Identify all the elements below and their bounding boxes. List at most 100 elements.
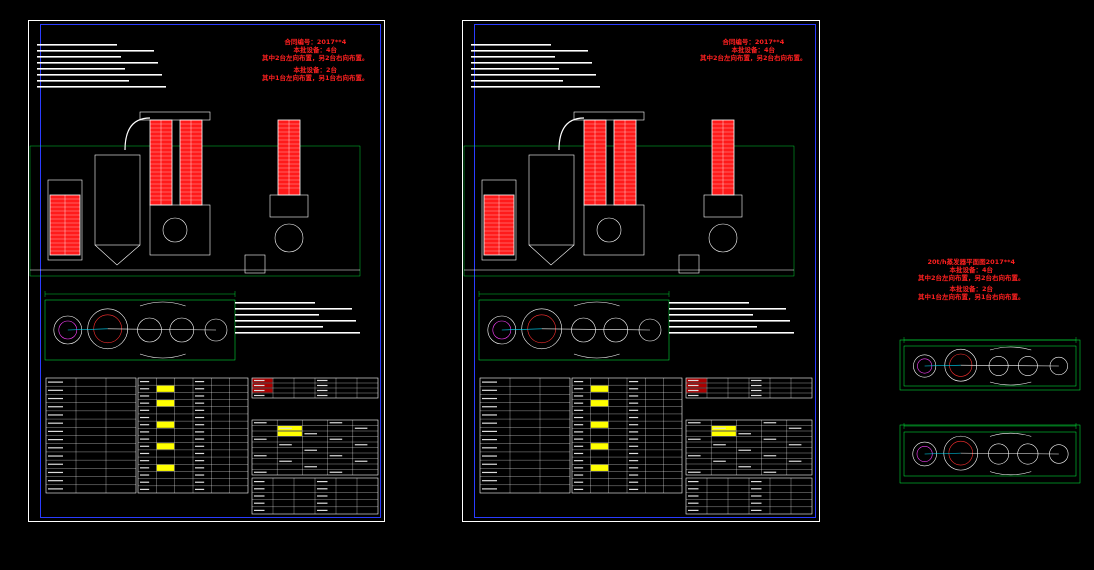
table-cell-text [195, 395, 205, 397]
table-cell-text [688, 481, 699, 483]
note-line: 其中1台左向布置，另1台右向布置。 [918, 293, 1025, 301]
table-cell-text [738, 466, 751, 468]
note-text-line [669, 320, 790, 322]
pump-body [162, 217, 188, 243]
tank-body [274, 223, 304, 253]
note-line: 合同编号：2017**4 [722, 38, 785, 46]
note-text-line [235, 314, 319, 316]
separator-cone [94, 244, 141, 266]
table-cell-text [279, 444, 292, 446]
note-line: 其中2台左向布置，另2台右向布置。 [262, 54, 369, 62]
top-duct [139, 111, 211, 121]
table-cell-text [629, 431, 639, 433]
table-cell-text [140, 431, 150, 433]
plan-pipe-arc [573, 353, 620, 359]
table-cell-highlight [156, 421, 175, 428]
note-text-line [37, 50, 154, 52]
note-text-line [669, 308, 786, 310]
plan-pipe-arc [139, 301, 186, 307]
table-cell-text [48, 389, 63, 391]
table-cell-text [574, 409, 584, 411]
note-line: 20t/h蒸发器平面图2017**4 [927, 258, 1016, 266]
table-cell-text [254, 471, 267, 473]
table-cell-text [482, 480, 497, 482]
plan-vessel-3 [988, 443, 1010, 465]
table-cell-text [688, 488, 699, 490]
table-cell-text [574, 395, 584, 397]
contract-note-sheet-1: 合同编号：2017**4 本批设备：4台 其中2台左向布置，另2台右向布置。 本… [262, 38, 369, 82]
table-cell-text [482, 397, 497, 400]
plan-pipe-arc [989, 346, 1032, 351]
table-cell-text [48, 488, 63, 490]
table-cell-text [713, 444, 726, 446]
table-cell-text [48, 422, 63, 424]
plan-pipe-arc [989, 471, 1032, 476]
table-cell-text [254, 379, 265, 382]
layout-panel-frame-1 [899, 339, 1081, 391]
table-cell-text [751, 394, 762, 397]
note-text-line [669, 326, 757, 328]
table-cell-text [317, 495, 328, 497]
plan-pipe [501, 328, 542, 331]
note-text-line [471, 62, 592, 64]
table-cell-text [279, 460, 292, 462]
table-cell-text [713, 427, 726, 429]
plan-pipe [67, 328, 108, 331]
table-cell-text [48, 381, 63, 383]
drawing-sheet-2-border [474, 24, 816, 518]
note-text-line [471, 80, 563, 82]
table-cell-text [482, 463, 497, 465]
table-cell-text [354, 444, 368, 446]
table-cell-highlight [590, 385, 609, 392]
table-cell-text [48, 406, 63, 408]
table-cell-text [140, 438, 150, 440]
table-cell-text [140, 388, 150, 390]
note-line: 本批设备：4台 [949, 266, 994, 274]
table-cell-text [574, 402, 584, 404]
table-cell-text [629, 452, 639, 455]
lower-body [583, 204, 645, 256]
plan-vessel-3 [988, 356, 1009, 376]
table-cell-text [574, 380, 584, 383]
note-text-line [37, 86, 166, 88]
plan-outline [478, 299, 670, 361]
contract-note-sheet-2: 合同编号：2017**4 本批设备：4台 其中2台左向布置，另2台右向布置。 [700, 38, 807, 62]
table-cell-text [629, 416, 639, 419]
table-cell-text [195, 424, 205, 426]
note-text-line [471, 74, 596, 76]
table-cell-text [751, 488, 762, 490]
table-cell-text [354, 460, 368, 462]
control-box [244, 254, 266, 274]
table-cell-text [688, 509, 699, 511]
table-cell-text [254, 394, 265, 397]
plan-pipe-arc [573, 301, 620, 307]
table-cell-text [629, 488, 639, 491]
table-cell-text [738, 433, 751, 435]
note-text-line [37, 74, 162, 76]
table-cell-text [763, 471, 777, 473]
table-cell-text [482, 422, 497, 424]
table-cell-text [140, 467, 150, 469]
preheater-frame [481, 179, 517, 261]
plan-vessel-3 [571, 317, 596, 343]
table-cell-highlight [156, 443, 175, 450]
lower-body [149, 204, 211, 256]
condenser-base [269, 194, 309, 218]
layout-panel-frame-2 [899, 424, 1081, 484]
table-cell-text [195, 445, 205, 447]
table-cell-text [329, 422, 343, 424]
table-cell-highlight [156, 400, 175, 407]
plan-pipe [924, 364, 961, 367]
table-cell-text [48, 430, 63, 432]
table-cell-text [688, 438, 701, 440]
table-cell-text [482, 447, 497, 449]
note-text-line [37, 62, 158, 64]
top-duct [573, 111, 645, 121]
plan-pipe [924, 452, 961, 455]
table-cell-text [195, 481, 205, 483]
table-cell-text [195, 431, 205, 433]
table-cell-text [688, 384, 699, 387]
table-cell-text [574, 431, 584, 433]
plan-pipe [541, 328, 651, 331]
table-cell-text [574, 445, 584, 447]
